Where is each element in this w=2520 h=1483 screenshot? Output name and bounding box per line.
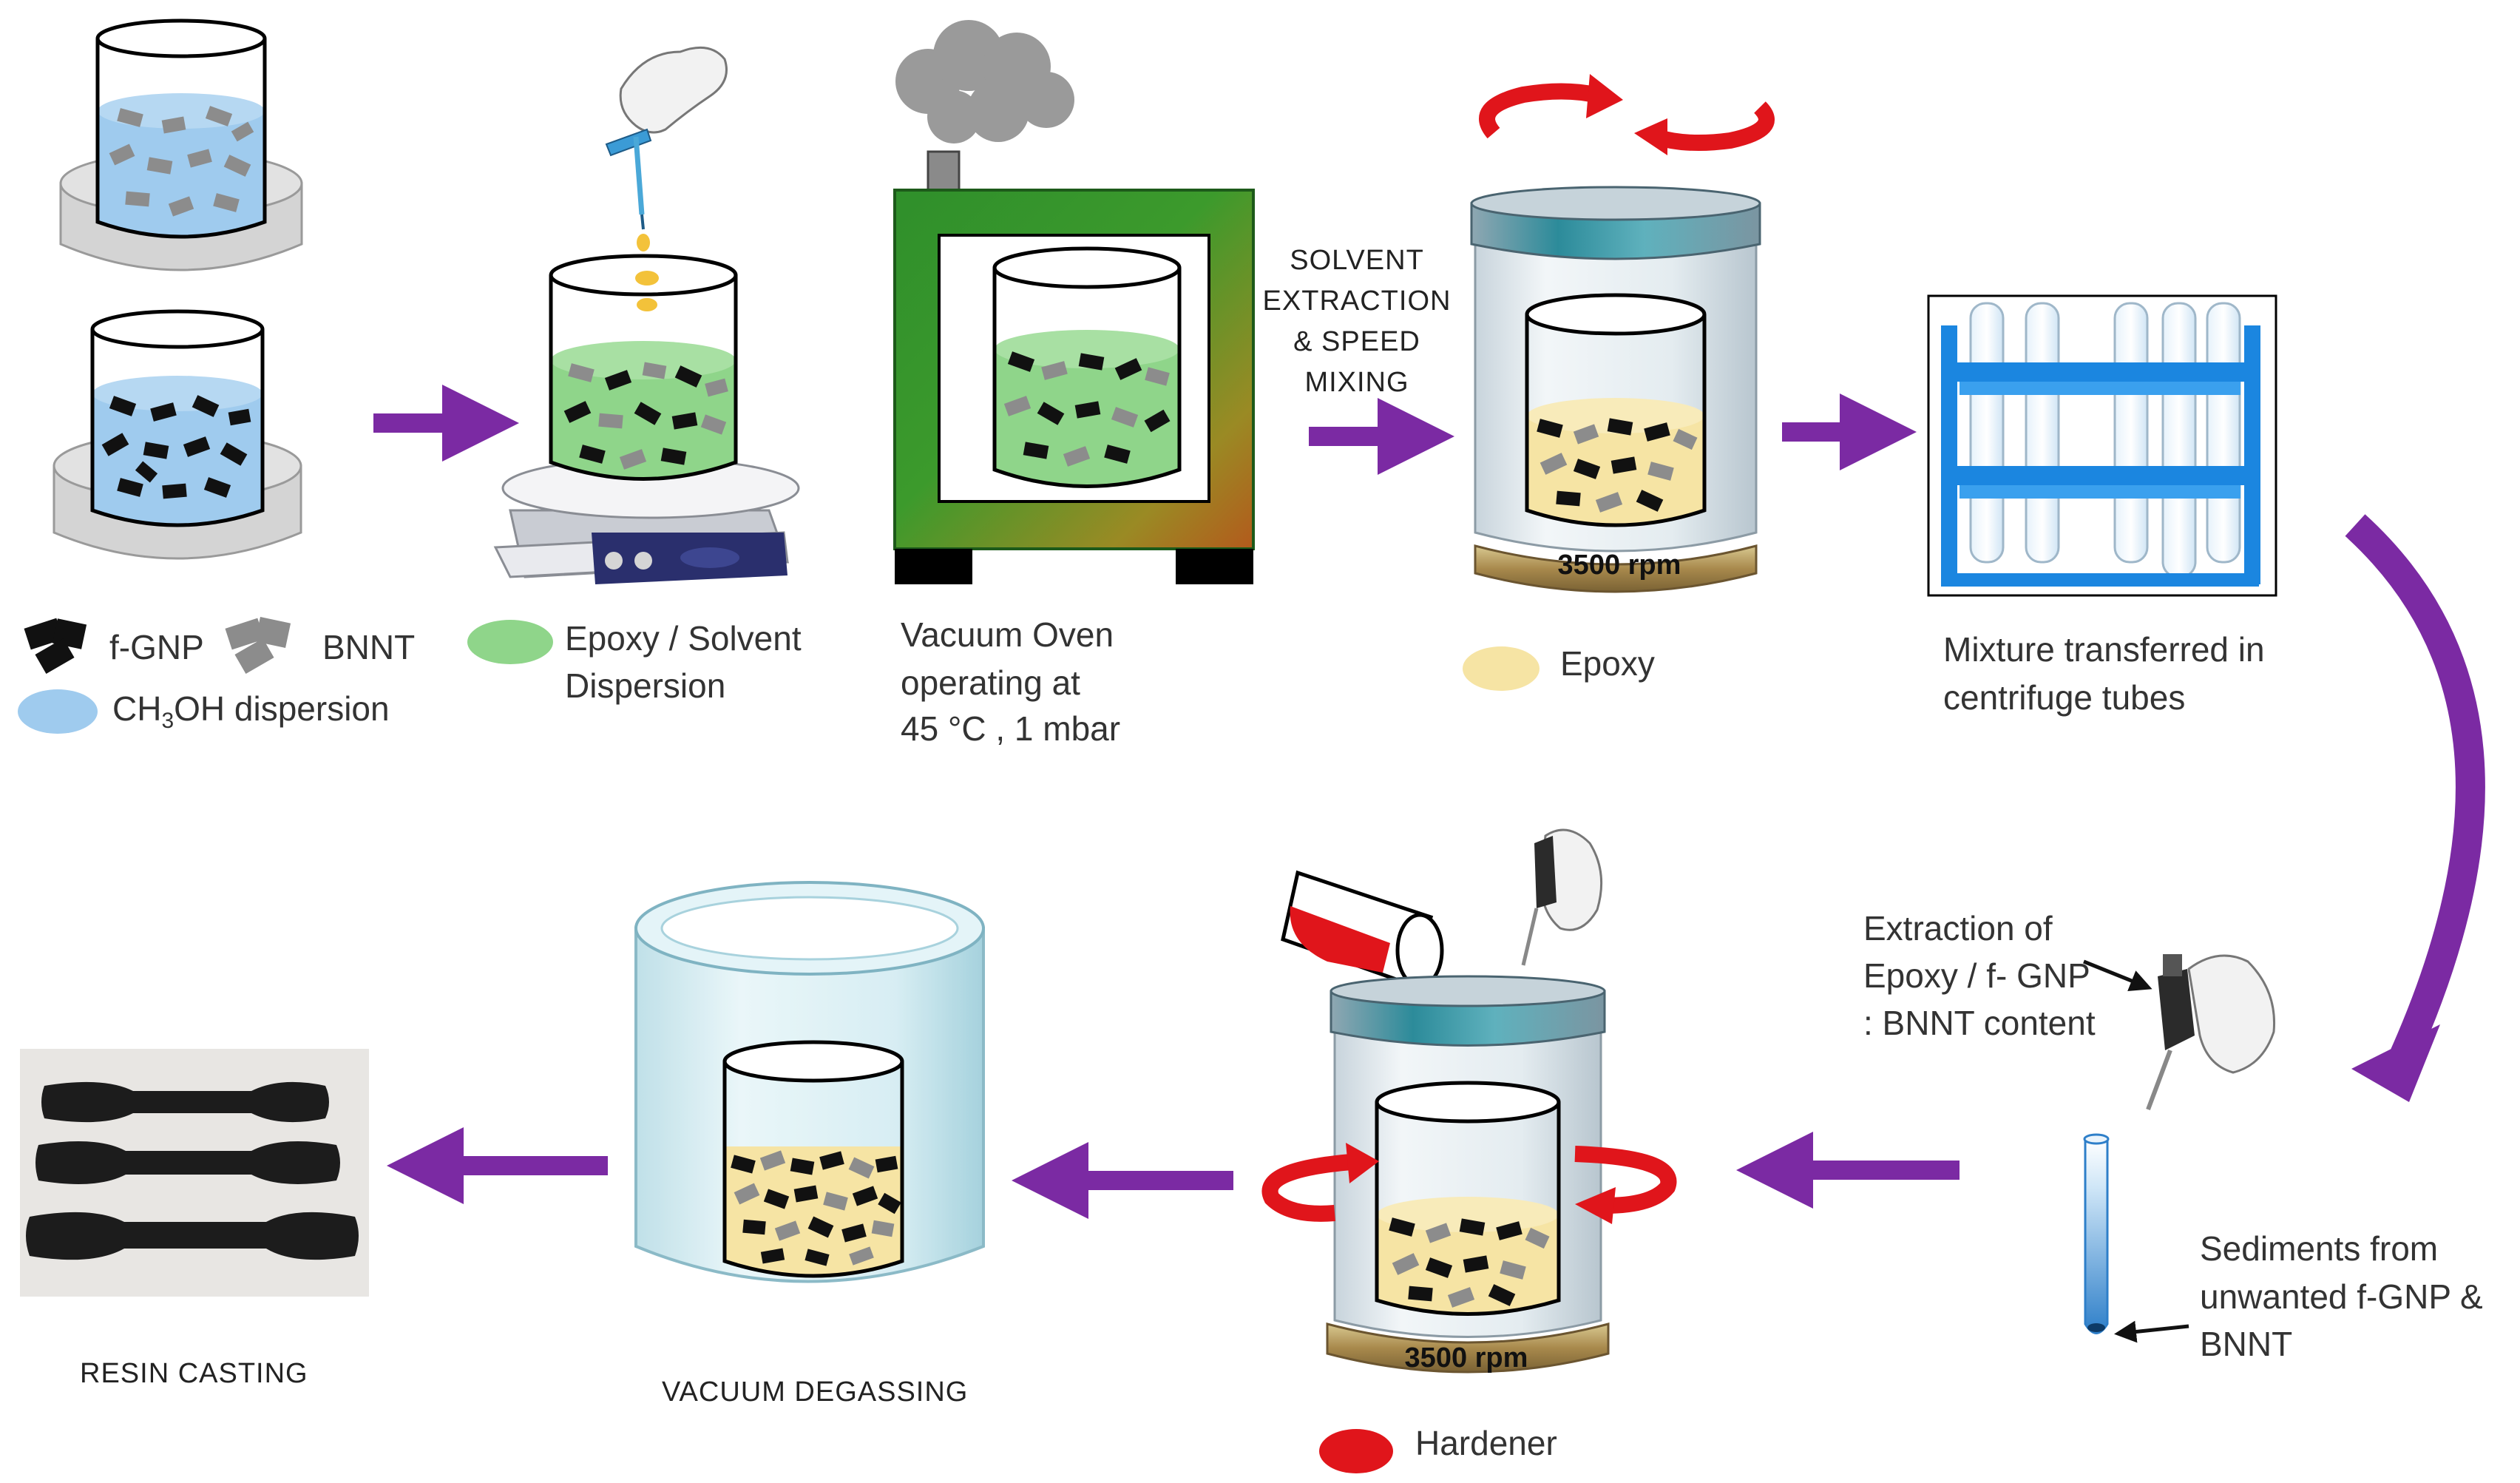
solvent-label-line2: EXTRACTION [1262, 286, 1452, 317]
methanol-beaker-gnp [52, 309, 302, 560]
methanol-legend-icon [18, 689, 98, 734]
sediment-label-line2: unwanted f-GNP & [2200, 1277, 2483, 1316]
gnp-legend-icon [24, 618, 87, 674]
bnnt-legend-label: BNNT [322, 628, 416, 666]
methanol-legend-label: CH3OH dispersion [112, 684, 390, 746]
degassing-label: VACUUM DEGASSING [662, 1376, 969, 1408]
glove-pipette-extraction-icon [2146, 954, 2276, 1111]
hardener-legend-icon [1319, 1429, 1393, 1473]
extraction-label-line2: Epoxy / f- GNP [1863, 956, 2090, 995]
extraction-label-line3: : BNNT content [1863, 1004, 2096, 1042]
methanol-formula-prefix: CH [112, 689, 162, 728]
gnp-legend-label: f-GNP [109, 628, 204, 666]
casting-label: RESIN CASTING [80, 1358, 308, 1389]
oven-label-line1: Vacuum Oven [901, 615, 1114, 654]
speed-mixer-bottom [1326, 975, 1610, 1374]
sediment-label-line3: BNNT [2200, 1325, 2293, 1363]
centrifuge-tube-rack [1927, 294, 2277, 597]
epoxy-solvent-legend-icon [467, 620, 553, 664]
extraction-pointer [2083, 959, 2152, 991]
epoxy-solvent-label-line2: Dispersion [565, 666, 726, 705]
sediment-tube-icon [2083, 1133, 2110, 1334]
vacuum-degassing-bell [634, 881, 985, 1283]
mixer-bottom-rpm-label: 3500 rpm [1405, 1342, 1528, 1374]
centrifuge-label-line1: Mixture transferred in [1943, 630, 2265, 669]
hardener-pour-icon [1281, 870, 1444, 988]
glove-pipette-icon [605, 46, 728, 311]
methanol-formula-subscript: 3 [161, 709, 175, 734]
epoxy-solvent-beaker [549, 254, 738, 481]
arrow-curved-down [2345, 514, 2485, 1064]
solvent-label-line3: & SPEED [1293, 326, 1420, 357]
hardener-legend-label: Hardener [1415, 1424, 1557, 1462]
oven-label-line3: 45 °C , 1 mbar [901, 709, 1121, 748]
resin-casting-photo [20, 1049, 369, 1297]
methanol-formula-suffix: OH dispersion [174, 689, 390, 728]
rotation-arrows-bottom-icon [1261, 1143, 1677, 1224]
vacuum-oven [893, 189, 1255, 584]
epoxy-legend-label: Epoxy [1560, 644, 1655, 683]
oven-label-line2: operating at [901, 663, 1080, 702]
sediment-label-line1: Sediments from [2200, 1229, 2439, 1268]
glove-pipette-hardener-icon [1521, 828, 1603, 966]
rotation-arrows-top-icon [1479, 74, 1775, 155]
epoxy-legend-icon [1463, 646, 1540, 691]
extraction-label-line1: Extraction of [1863, 909, 2053, 947]
sediment-pointer [2114, 1320, 2189, 1343]
oven-chimney [927, 150, 961, 192]
epoxy-solvent-label-line1: Epoxy / Solvent [565, 619, 802, 658]
centrifuge-label-line2: centrifuge tubes [1943, 678, 2186, 717]
solvent-label-line1: SOLVENT [1290, 245, 1424, 276]
bnnt-legend-icon [225, 617, 291, 674]
speed-mixer-top [1470, 186, 1761, 593]
arrow-curved-head [2351, 1024, 2440, 1102]
hotplate [493, 457, 800, 584]
solvent-label-line4: MIXING [1304, 367, 1409, 398]
methanol-beaker-bnnt [59, 18, 303, 271]
smoke-cloud-icon [895, 20, 1074, 143]
mixer-top-rpm-label: 3500 rpm [1558, 550, 1681, 581]
